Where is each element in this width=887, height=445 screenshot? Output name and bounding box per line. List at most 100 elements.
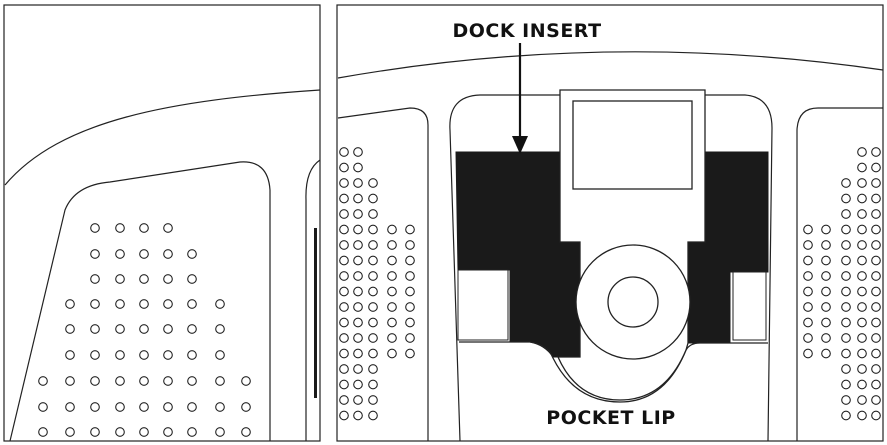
speaker-hole-icon: [65, 376, 75, 386]
speaker-hole-icon: [215, 324, 225, 334]
speaker-hole-icon: [187, 324, 197, 334]
speaker-hole-icon: [803, 271, 813, 281]
speaker-hole-icon: [821, 240, 831, 250]
speaker-hole-icon: [163, 324, 173, 334]
speaker-hole-icon: [339, 271, 349, 281]
left-panel-frame: [3, 4, 321, 442]
speaker-hole-icon: [139, 274, 149, 284]
speaker-hole-icon: [187, 350, 197, 360]
speaker-hole-icon: [163, 249, 173, 259]
speaker-hole-icon: [857, 317, 867, 328]
speaker-hole-icon: [871, 395, 881, 405]
speaker-hole-icon: [857, 193, 867, 204]
speaker-hole-icon: [353, 224, 363, 235]
right-panel-frame: [336, 4, 884, 442]
speaker-hole-icon: [368, 240, 378, 250]
pocket-lip-label: POCKET LIP: [546, 407, 675, 429]
speaker-hole-icon: [405, 240, 415, 250]
speaker-hole-icon: [90, 299, 100, 309]
speaker-hole-icon: [857, 162, 867, 173]
speaker-hole-icon: [871, 178, 881, 188]
pocket-lip-line: [459, 341, 768, 403]
speaker-hole-icon: [115, 402, 125, 412]
speaker-hole-icon: [368, 364, 378, 374]
speaker-hole-icon: [339, 240, 349, 250]
speaker-hole-icon: [405, 271, 415, 281]
speaker-hole-icon: [368, 395, 378, 405]
media-player-center-button: [607, 276, 659, 328]
speaker-hole-icon: [115, 274, 125, 284]
speaker-hole-icon: [368, 286, 378, 297]
speaker-hole-icon: [187, 427, 197, 437]
speaker-hole-icon: [139, 427, 149, 437]
speaker-hole-icon: [405, 224, 415, 235]
speaker-hole-icon: [857, 255, 867, 266]
speaker-hole-icon: [821, 348, 831, 359]
speaker-hole-icon: [871, 224, 881, 235]
speaker-hole-icon: [368, 178, 378, 188]
speaker-hole-icon: [339, 364, 349, 374]
speaker-hole-icon: [387, 348, 397, 359]
speaker-hole-icon: [115, 249, 125, 259]
speaker-hole-icon: [405, 348, 415, 359]
speaker-hole-icon: [857, 302, 867, 312]
speaker-hole-icon: [821, 317, 831, 328]
speaker-hole-icon: [368, 302, 378, 312]
speaker-hole-icon: [841, 395, 851, 405]
speaker-hole-icon: [803, 333, 813, 343]
speaker-hole-icon: [90, 274, 100, 284]
speaker-hole-icon: [139, 249, 149, 259]
speaker-hole-icon: [187, 274, 197, 284]
insert-cutout-right: [732, 271, 767, 341]
right-right-speaker-grille: [796, 107, 883, 441]
speaker-hole-icon: [857, 379, 867, 390]
speaker-hole-icon: [163, 274, 173, 284]
speaker-hole-icon: [187, 376, 197, 386]
speaker-hole-icon: [871, 209, 881, 219]
speaker-hole-icon: [115, 299, 125, 309]
speaker-hole-icon: [871, 147, 881, 157]
speaker-hole-icon: [871, 162, 881, 173]
speaker-hole-icon: [90, 324, 100, 334]
speaker-hole-icon: [857, 209, 867, 219]
speaker-hole-icon: [841, 348, 851, 359]
speaker-hole-icon: [841, 364, 851, 374]
speaker-hole-icon: [405, 302, 415, 312]
speaker-hole-icon: [871, 379, 881, 390]
speaker-hole-icon: [339, 162, 349, 173]
speaker-hole-icon: [841, 178, 851, 188]
speaker-hole-icon: [387, 271, 397, 281]
speaker-hole-icon: [353, 410, 363, 421]
speaker-hole-icon: [368, 224, 378, 235]
speaker-hole-icon: [841, 333, 851, 343]
speaker-hole-icon: [115, 376, 125, 386]
speaker-hole-icon: [368, 317, 378, 328]
speaker-hole-icon: [871, 317, 881, 328]
speaker-hole-icon: [90, 376, 100, 386]
speaker-hole-icon: [353, 162, 363, 173]
speaker-hole-icon: [857, 178, 867, 188]
speaker-hole-icon: [841, 240, 851, 250]
speaker-hole-icon: [803, 302, 813, 312]
speaker-hole-icon: [857, 286, 867, 297]
speaker-hole-icon: [353, 302, 363, 312]
speaker-hole-icon: [38, 427, 48, 437]
speaker-hole-icon: [38, 402, 48, 412]
right-panel: DOCK INSERT POCKET LIP: [336, 4, 884, 442]
speaker-hole-icon: [368, 193, 378, 204]
speaker-hole-icon: [857, 271, 867, 281]
speaker-hole-icon: [115, 324, 125, 334]
speaker-hole-icon: [215, 402, 225, 412]
speaker-hole-icon: [115, 223, 125, 233]
speaker-hole-icon: [857, 348, 867, 359]
speaker-hole-icon: [841, 379, 851, 390]
speaker-hole-icon: [353, 379, 363, 390]
right-speaker-holes-right-panel: [803, 147, 881, 421]
media-player-screen: [572, 100, 693, 190]
speaker-hole-icon: [841, 286, 851, 297]
speaker-hole-icon: [387, 317, 397, 328]
speaker-hole-icon: [187, 299, 197, 309]
speaker-hole-icon: [368, 333, 378, 343]
speaker-hole-icon: [241, 402, 251, 412]
